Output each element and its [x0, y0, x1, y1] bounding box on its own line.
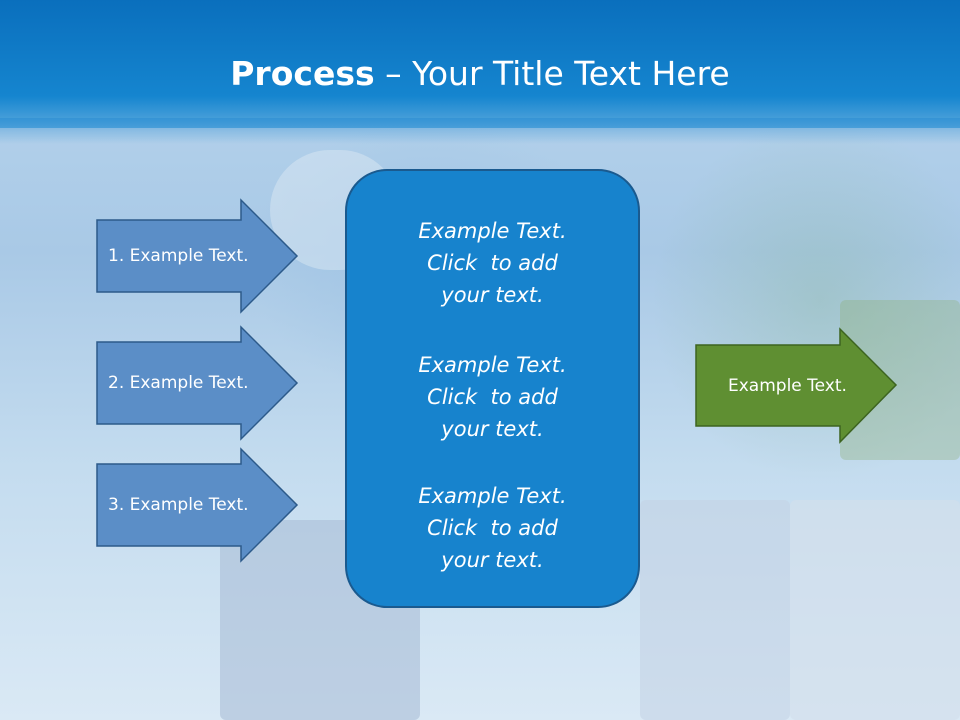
- box-paragraph-1[interactable]: Example Text. Click to add your text.: [347, 215, 638, 311]
- left-arrow-label: 3. Example Text.: [108, 495, 249, 515]
- background-shape: [790, 500, 960, 720]
- right-arrow-icon: [695, 327, 898, 444]
- left-arrow-label: 1. Example Text.: [108, 246, 249, 266]
- center-text-box[interactable]: Example Text. Click to add your text. Ex…: [345, 169, 640, 608]
- box-line: Example Text.: [418, 219, 567, 243]
- box-line: your text.: [441, 417, 544, 441]
- right-arrow-icon: [96, 198, 299, 314]
- slide-title: Process – Your Title Text Here: [0, 52, 960, 96]
- title-bar-fade: [0, 118, 960, 144]
- right-arrow-icon: [96, 447, 299, 563]
- box-line: Click to add: [427, 385, 558, 409]
- title-bar: [0, 0, 960, 128]
- right-arrow-icon: [96, 325, 299, 441]
- background-shape: [640, 500, 790, 720]
- title-rest: – Your Title Text Here: [374, 54, 730, 93]
- box-line: Click to add: [427, 516, 558, 540]
- box-line: Example Text.: [418, 484, 567, 508]
- box-paragraph-3[interactable]: Example Text. Click to add your text.: [347, 480, 638, 576]
- title-bold: Process: [230, 54, 375, 93]
- box-line: your text.: [441, 548, 544, 572]
- box-line: your text.: [441, 283, 544, 307]
- box-paragraph-2[interactable]: Example Text. Click to add your text.: [347, 349, 638, 445]
- left-arrow-label: 2. Example Text.: [108, 373, 249, 393]
- left-arrow-3[interactable]: 3. Example Text.: [96, 447, 299, 563]
- right-arrow-label: Example Text.: [728, 375, 847, 396]
- box-line: Click to add: [427, 251, 558, 275]
- box-line: Example Text.: [418, 353, 567, 377]
- left-arrow-2[interactable]: 2. Example Text.: [96, 325, 299, 441]
- right-arrow-result[interactable]: Example Text.: [695, 327, 898, 444]
- left-arrow-1[interactable]: 1. Example Text.: [96, 198, 299, 314]
